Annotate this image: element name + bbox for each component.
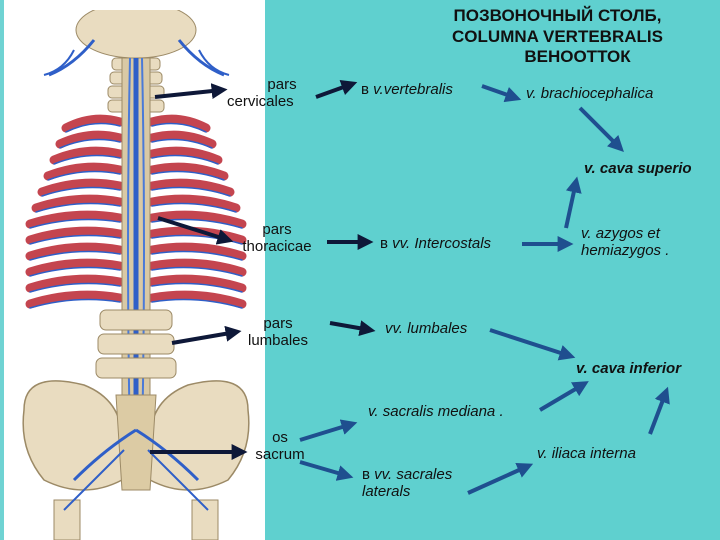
arrow-to-pars-lumbales xyxy=(172,332,236,343)
arrow-vv-lumbales-to-cava-inferior xyxy=(490,330,570,356)
arrow-sacrales-to-iliaca-interna xyxy=(468,466,528,493)
arrow-brachiocephalica-to-cava-superior xyxy=(580,108,620,148)
arrow-to-pars-thoracicae xyxy=(158,218,228,240)
arrow-azygos-to-cava-superior xyxy=(566,182,576,228)
arrow-sacrum-to-sacralis-mediana xyxy=(300,424,352,440)
arrow-cervicales-to-vertebralis xyxy=(316,84,352,97)
arrow-lumbales-to-vv-lumbales xyxy=(330,323,370,330)
arrow-to-pars-cervicales xyxy=(155,90,222,97)
arrow-sacralis-mediana-to-cava-inferior xyxy=(540,384,584,410)
arrow-vertebralis-to-brachiocephalica xyxy=(482,86,516,98)
arrow-iliaca-to-cava-inferior xyxy=(650,392,666,434)
arrow-sacrum-to-sacrales-laterals xyxy=(300,462,348,476)
